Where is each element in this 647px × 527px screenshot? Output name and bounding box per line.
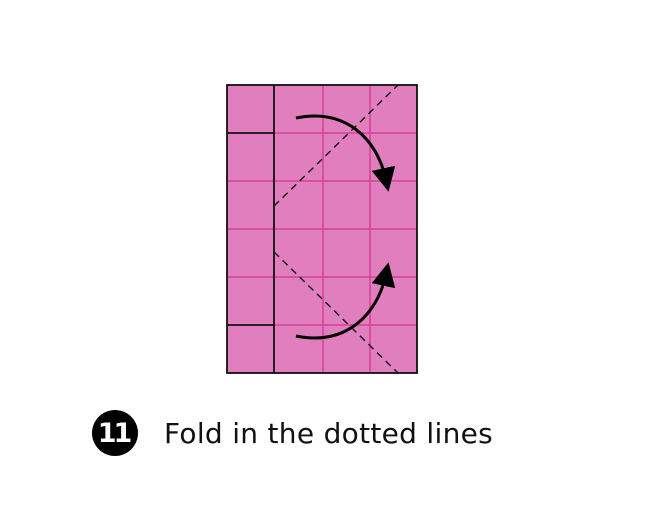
- step-instruction: Fold in the dotted lines: [164, 416, 494, 450]
- paper-outline: [226, 84, 418, 374]
- curved-arrow-down-icon: [295, 114, 396, 192]
- curved-arrow-up-icon: [295, 262, 396, 340]
- paper-grid: [274, 85, 417, 373]
- left-strip-outline: [227, 85, 275, 373]
- bottom-fold-line: [273, 251, 399, 374]
- step-caption: 11 Fold in the dotted lines: [92, 410, 493, 456]
- dotted-fold-lines: [273, 84, 399, 374]
- left-folded-strip: [227, 180, 274, 278]
- step-number-badge: 11: [92, 410, 138, 456]
- top-fold-line: [273, 84, 399, 207]
